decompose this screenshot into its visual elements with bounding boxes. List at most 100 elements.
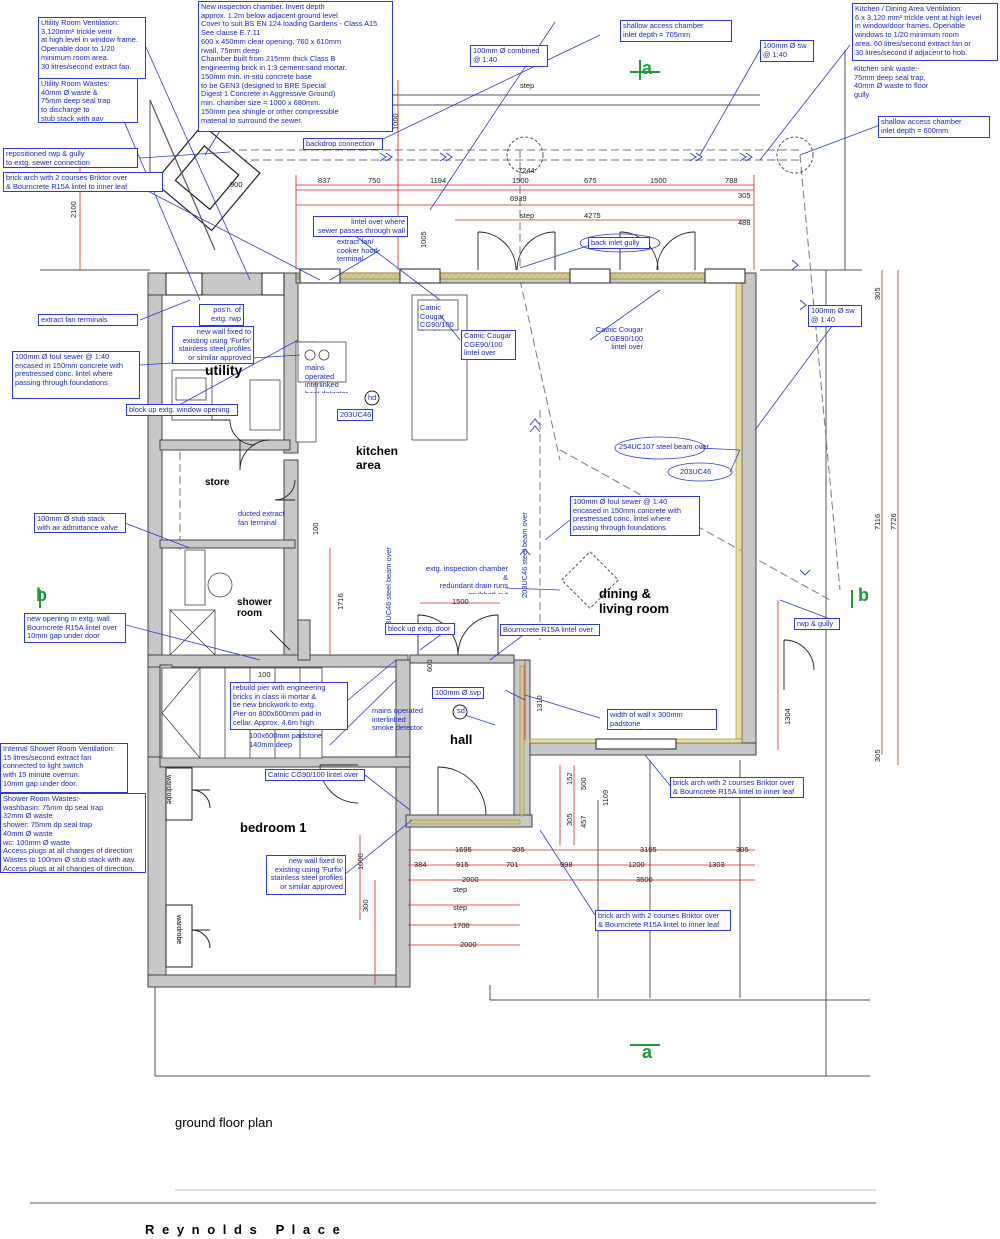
dim-1194: 1194 bbox=[430, 176, 446, 185]
note-sw-2: 100mm Ø sw @ 1:40 bbox=[808, 305, 862, 327]
note-extract-cooker: extract fan/ cooker hood terminal bbox=[337, 237, 378, 264]
sd-symbol-label: sd bbox=[457, 706, 465, 715]
note-lintel-sewer: lintel over where sewer passes through w… bbox=[313, 216, 408, 237]
step-label-2: step bbox=[453, 903, 467, 912]
section-a-bottom: a bbox=[642, 1042, 653, 1062]
dim-701: 701 bbox=[506, 860, 519, 869]
dim-1716: 1716 bbox=[336, 593, 345, 610]
note-kitchen-sink: Kitchen sink waste:- 75mm deep seal trap… bbox=[854, 64, 929, 100]
room-label-wardrobe-2: wardrobe bbox=[175, 915, 182, 945]
note-svp: 100mm Ø svp bbox=[432, 687, 484, 699]
room-label-store: store bbox=[205, 477, 230, 488]
dim-305-b2: 305 bbox=[736, 845, 749, 854]
section-a-top: a bbox=[642, 58, 653, 78]
note-shallow-chamber-2: shallow access chamber inlet depth = 600… bbox=[878, 116, 990, 138]
room-label-bedroom: bedroom 1 bbox=[240, 820, 307, 835]
openings bbox=[165, 268, 746, 750]
note-shower-ventilation: Internal Shower Room Ventilation: 15 lit… bbox=[0, 743, 128, 793]
section-b-right: b bbox=[858, 585, 869, 605]
section-markers: a a b b bbox=[36, 58, 869, 1062]
dim-1500-top: 1500 bbox=[512, 176, 529, 185]
note-heat-detector: mains operated interlinked heat detector bbox=[305, 363, 348, 393]
dim-100: 100 bbox=[311, 522, 320, 535]
note-new-wall-fixed: new wall fixed to existing using 'Furfix… bbox=[172, 326, 254, 364]
note-kitchen-ventilation: Kitchen / Dining Area Ventilation: 6 x 3… bbox=[852, 3, 998, 61]
step-top2: step bbox=[520, 211, 534, 220]
dim-1695: 1695 bbox=[455, 845, 472, 854]
dim-384: 384 bbox=[414, 860, 427, 869]
room-label-wardrobe-1: wardrobe bbox=[165, 775, 172, 805]
dim-1000: 1000 bbox=[391, 113, 400, 130]
note-254uc107: 254UC107 steel beam over bbox=[619, 442, 709, 451]
label-203uc46-b: 203UC46 bbox=[680, 467, 712, 476]
dim-750: 750 bbox=[368, 176, 381, 185]
dim-3195: 3195 bbox=[640, 845, 657, 854]
room-label-kitchen: kitchen area bbox=[356, 444, 399, 472]
room-label-shower: shower room bbox=[237, 597, 273, 619]
dim-915: 915 bbox=[456, 860, 469, 869]
inspection-chambers bbox=[506, 136, 814, 609]
note-extract-terminals: extract fan terminals bbox=[38, 314, 138, 326]
note-brick-arch-right: brick arch with 2 courses Briktor over &… bbox=[670, 777, 804, 798]
dim-900: 900 bbox=[230, 180, 243, 189]
note-utility-wastes: Utility Room Wastes: 40mm Ø waste & 75mm… bbox=[38, 78, 138, 123]
dim-500: 500 bbox=[579, 777, 588, 790]
note-inspection-chamber: New inspection chamber. Invert depth app… bbox=[198, 1, 393, 132]
note-new-wall-fixed-2: new wall fixed to existing using 'Furfix… bbox=[266, 855, 346, 895]
dim-2100: 2100 bbox=[69, 201, 78, 218]
dim-7726: 7726 bbox=[889, 513, 898, 530]
kitchen-units bbox=[169, 294, 468, 656]
note-padstone-100: 100x600mm padstone 140mm deep bbox=[249, 731, 323, 749]
dim-1109: 1109 bbox=[601, 790, 610, 806]
note-ducted-extract: ducted extract fan terminal bbox=[238, 509, 285, 527]
dim-1500-hall: 1500 bbox=[452, 597, 469, 606]
note-bourncrete: Bourncrete R15A lintel over bbox=[500, 624, 600, 636]
dim-152: 152 bbox=[565, 772, 574, 785]
boundary-lines bbox=[30, 50, 876, 1204]
note-block-up-window: block up extg. window opening bbox=[126, 404, 238, 416]
street-name: R e y n o l d s P l a c e bbox=[145, 1222, 342, 1237]
note-rwp-reposition: repositioned rwp & gully to extg. sewer … bbox=[3, 148, 138, 168]
note-back-inlet-gully: back inlet gully bbox=[588, 237, 650, 249]
dim-1303: 1303 bbox=[708, 860, 725, 869]
dim-300: 300 bbox=[361, 899, 370, 912]
dim-305-r1: 305 bbox=[873, 287, 882, 300]
room-label-dining: dining & living room bbox=[599, 586, 670, 616]
note-backdrop: backdrop connection bbox=[303, 138, 383, 150]
dim-305: 305 bbox=[738, 191, 751, 200]
dim-457: 457 bbox=[579, 815, 588, 828]
note-sw-1: 100mm Ø sw @ 1:40 bbox=[760, 40, 814, 62]
dim-1310: 1310 bbox=[535, 695, 544, 712]
note-brick-arch-top: brick arch with 2 courses Briktor over &… bbox=[3, 172, 163, 192]
dim-1005: 1005 bbox=[419, 231, 428, 248]
step-top: step bbox=[520, 81, 534, 90]
dim-788: 788 bbox=[725, 176, 738, 185]
dim-1200: 1200 bbox=[628, 860, 645, 869]
dim-998: 998 bbox=[560, 860, 573, 869]
dim-305-v: 305 bbox=[565, 813, 574, 826]
dim-7244: 7244 bbox=[518, 166, 535, 175]
dim-675: 675 bbox=[584, 176, 597, 185]
note-catnic-cg90: Catnic Cougar CG90/100 lintel over bbox=[420, 303, 454, 331]
note-catnic-cge90: Catnic Cougar CGE90/100 lintel over bbox=[461, 330, 516, 360]
note-rwp-gully: rwp & gully bbox=[794, 618, 840, 630]
note-beam-v2: 203UC46 steel beam over bbox=[520, 512, 529, 598]
note-stub-stack: 100mm Ø stub stack with air admittance v… bbox=[34, 513, 126, 533]
revision-clouds bbox=[579, 233, 733, 482]
dim-6939: 6939 bbox=[510, 194, 527, 203]
dimension-labels: 837 750 1194 1500 675 1500 788 7244 6939… bbox=[69, 81, 898, 949]
dim-305-r2: 305 bbox=[873, 749, 882, 762]
note-foul-sewer-left: 100mm Ø foul sewer @ 1:40 encased in 150… bbox=[12, 351, 140, 399]
section-b-left: b bbox=[36, 585, 47, 605]
dim-837: 837 bbox=[318, 176, 331, 185]
note-smoke-detector: mains operated interlinked smoke detecto… bbox=[372, 706, 423, 733]
dim-2000: 2000 bbox=[462, 875, 479, 884]
dim-305-b: 305 bbox=[512, 845, 525, 854]
note-posn-rwp: pos'n. of extg. rwp bbox=[199, 304, 244, 326]
dim-3500: 3500 bbox=[636, 875, 653, 884]
note-catnic-right: Catnic Cougar CGE90/100 lintel over bbox=[595, 325, 643, 352]
note-brick-arch-bottom: brick arch with 2 courses Briktor over &… bbox=[595, 910, 731, 931]
wardrobes bbox=[165, 767, 211, 968]
note-shower-wastes: Shower Room Wastes:- washbasin: 75mm dp … bbox=[0, 793, 146, 873]
room-label-utility: utility bbox=[205, 362, 243, 378]
